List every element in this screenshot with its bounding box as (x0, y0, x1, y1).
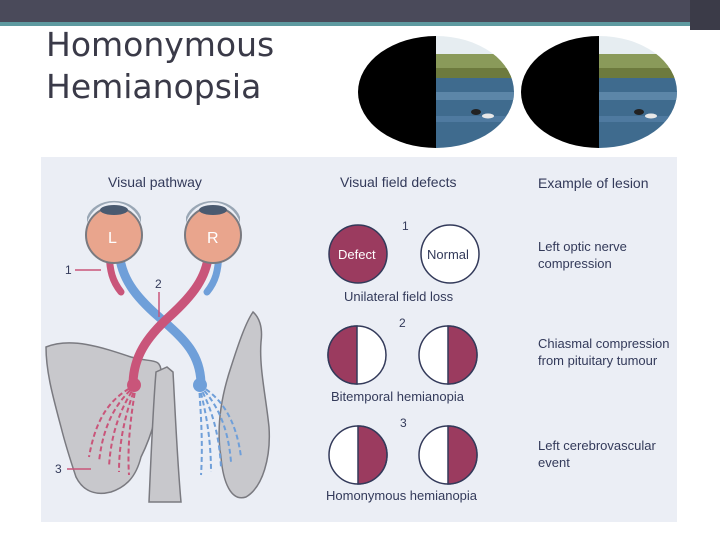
optic-radiations-right (198, 384, 242, 476)
row1-defect-circle (328, 224, 388, 284)
row1-lesion-line1: Left optic nerve (538, 239, 627, 254)
visual-pathway-figure: Visual pathway Visual field defects Exam… (41, 157, 677, 522)
optic-tract-red (128, 242, 214, 390)
brain-cortex (45, 342, 162, 494)
row3-caption: Homonymous hemianopia (326, 488, 478, 503)
pathway-marker-1: 1 (65, 263, 72, 277)
row1-caption: Unilateral field loss (344, 289, 454, 304)
figure-drawing: Visual pathway Visual field defects Exam… (45, 174, 670, 503)
lgn-left (127, 378, 141, 392)
slide-title: Homonymous Hemianopsia (46, 24, 346, 108)
lgn-right (193, 378, 207, 392)
row2-lesion-line1: Chiasmal compression (538, 336, 670, 351)
row2-left-field (327, 325, 387, 385)
pathway-marker-3: 3 (55, 462, 62, 476)
row2-lesion-line2: from pituitary tumour (538, 353, 658, 368)
heading-example-of-lesion: Example of lesion (538, 175, 649, 191)
pathway-marker-2: 2 (155, 277, 162, 291)
brain-midline (148, 366, 182, 503)
simulated-vision-photo-right (521, 36, 677, 148)
right-eye (184, 200, 242, 264)
accent-stripe (0, 22, 720, 26)
row3-lesion-line2: event (538, 455, 570, 470)
simulated-vision-photo-left (358, 36, 514, 148)
title-line-2: Hemianopsia (46, 67, 262, 106)
heading-visual-field-defects: Visual field defects (340, 174, 456, 190)
row1-normal-label: Normal (427, 247, 469, 262)
row2-number: 2 (399, 316, 406, 330)
title-bar-decoration (0, 0, 720, 30)
left-eye-label: L (108, 230, 117, 247)
row3-left-field (328, 425, 388, 485)
row3-right-field (418, 425, 478, 485)
row1-normal-circle (420, 224, 480, 284)
right-eye-label: R (207, 230, 219, 247)
left-eye (85, 200, 143, 264)
row3-lesion-line1: Left cerebrovascular (538, 438, 656, 453)
row1-number: 1 (402, 219, 409, 233)
brain-cortex-right (218, 310, 271, 499)
row1-lesion-line2: compression (538, 256, 612, 271)
corner-block (690, 0, 720, 30)
row3-number: 3 (400, 416, 407, 430)
row2-right-field (418, 325, 478, 385)
title-line-1: Homonymous (46, 25, 275, 64)
row2-caption: Bitemporal hemianopia (331, 389, 465, 404)
row1-defect-label: Defect (338, 247, 376, 262)
heading-visual-pathway: Visual pathway (108, 174, 202, 190)
